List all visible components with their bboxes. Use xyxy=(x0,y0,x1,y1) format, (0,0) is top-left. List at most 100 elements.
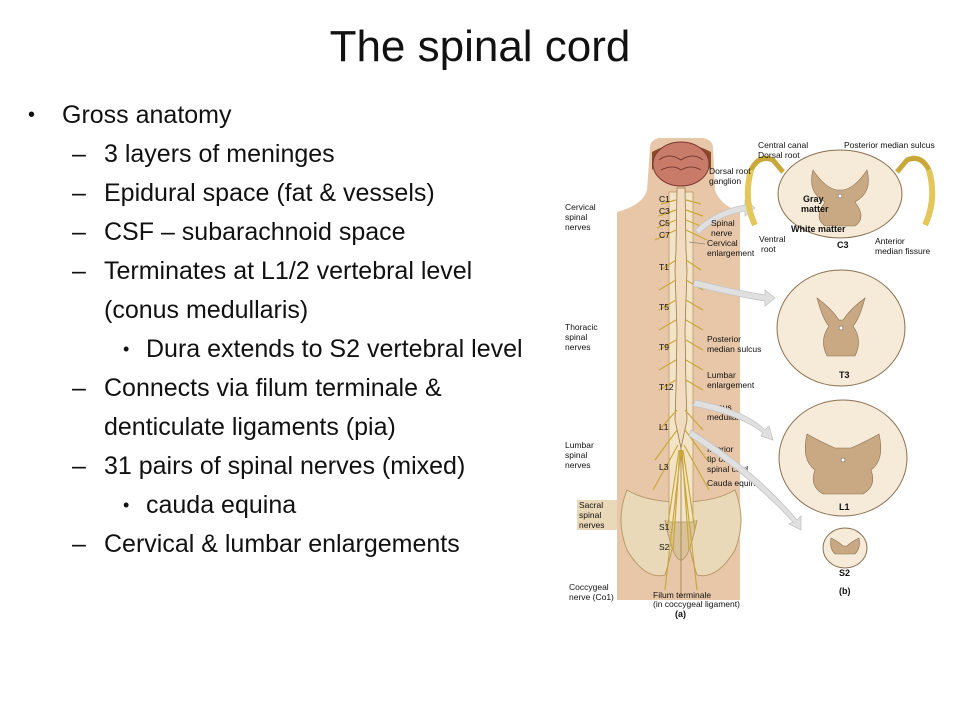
label-thoracic-spinal-nerves: Thoracic spinal nerves xyxy=(565,322,598,352)
section-s2: S2 xyxy=(822,527,868,578)
svg-text:Posterior median sulcus: Posterior median sulcus xyxy=(844,140,935,150)
svg-text:Inferior: Inferior xyxy=(707,444,734,454)
segment-label: S1 xyxy=(659,522,670,532)
segment-labels: C1 C3 C5 C7 T1 T5 T9 T12 L1 L3 S1 S2 xyxy=(659,194,674,552)
svg-text:spinal cord: spinal cord xyxy=(707,464,748,474)
segment-label: C3 xyxy=(659,206,670,216)
s2-label: S2 xyxy=(839,568,850,578)
bullet-dot: • xyxy=(123,339,130,359)
svg-text:Cervical: Cervical xyxy=(707,238,738,248)
l1-label: L1 xyxy=(839,502,850,512)
svg-text:spinal: spinal xyxy=(565,450,587,460)
bullet-dash: – xyxy=(72,218,86,246)
segment-label: T1 xyxy=(659,262,669,272)
bullet-item: • cauda equina xyxy=(28,486,548,525)
svg-text:nerves: nerves xyxy=(565,342,591,352)
svg-text:Lumbar: Lumbar xyxy=(565,440,594,450)
labels-c3: Central canal Dorsal root Posterior medi… xyxy=(709,140,935,256)
bullet-dot: • xyxy=(123,495,130,515)
bullet-item: –Terminates at L1/2 vertebral level (con… xyxy=(28,252,548,330)
segment-label: C5 xyxy=(659,218,670,228)
svg-text:median sulcus: median sulcus xyxy=(707,344,761,354)
segment-label: T12 xyxy=(659,382,674,392)
bullet-text: cauda equina xyxy=(146,491,297,519)
segment-label: C7 xyxy=(659,230,670,240)
brain xyxy=(652,141,710,187)
segment-label: L1 xyxy=(659,422,669,432)
bullet-text: 3 layers of meninges xyxy=(104,140,335,168)
svg-text:Posterior: Posterior xyxy=(707,334,741,344)
bullet-item: –Epidural space (fat & vessels) xyxy=(28,174,548,213)
spinal-nerves xyxy=(652,199,710,591)
label-inferior-tip: Inferior tip of spinal cord xyxy=(707,444,748,474)
bullet-item: –Cervical & lumbar enlargements xyxy=(28,525,548,564)
segment-label: T9 xyxy=(659,342,669,352)
svg-text:ganglion: ganglion xyxy=(709,176,741,186)
bullet-text: Cervical & lumbar enlargements xyxy=(104,530,460,558)
svg-text:Filum terminale: Filum terminale xyxy=(653,590,711,600)
svg-text:Sacral: Sacral xyxy=(579,500,603,510)
bullet-item: –3 layers of meninges xyxy=(28,135,548,174)
panel-b-label: (b) xyxy=(839,586,851,596)
bullet-item: –CSF – subarachnoid space xyxy=(28,213,548,252)
bullet-text: Dura extends to S2 vertebral level xyxy=(146,335,523,363)
svg-text:(in coccygeal ligament): (in coccygeal ligament) xyxy=(653,599,740,609)
bullet-dash: – xyxy=(72,140,86,168)
svg-text:root: root xyxy=(761,244,776,254)
svg-text:nerves: nerves xyxy=(565,222,591,232)
svg-text:Anterior: Anterior xyxy=(875,236,905,246)
arrow-l1 xyxy=(692,399,774,441)
bullet-text: Epidural space (fat & vessels) xyxy=(104,179,435,207)
section-t3: T3 xyxy=(776,269,906,387)
spinal-cord xyxy=(674,187,688,598)
label-sacral-spinal-nerves: Sacral spinal nerves xyxy=(577,500,617,530)
svg-text:spinal: spinal xyxy=(579,510,601,520)
svg-text:Cervical: Cervical xyxy=(565,202,596,212)
svg-text:nerve (Co1): nerve (Co1) xyxy=(569,592,614,602)
label-filum-terminale: Filum terminale (in coccygeal ligament) xyxy=(653,590,740,609)
bullet-item: –31 pairs of spinal nerves (mixed) xyxy=(28,447,548,486)
label-cauda-equina: Cauda equina xyxy=(707,478,760,488)
svg-text:nerves: nerves xyxy=(579,520,605,530)
label-lumbar-enlargement: Lumbar enlargement xyxy=(707,370,755,390)
svg-text:nerve: nerve xyxy=(711,228,733,238)
svg-text:enlargement: enlargement xyxy=(707,248,755,258)
label-lumbar-spinal-nerves: Lumbar spinal nerves xyxy=(565,440,594,470)
slide-title: The spinal cord xyxy=(329,22,631,71)
bullet-dash: – xyxy=(72,374,86,402)
panel-a-label: (a) xyxy=(675,609,686,619)
svg-text:Cauda equina: Cauda equina xyxy=(707,478,760,488)
svg-text:Thoracic: Thoracic xyxy=(565,322,598,332)
svg-text:Spinal: Spinal xyxy=(711,218,735,228)
bullet-list: •Gross anatomy –3 layers of meninges –Ep… xyxy=(28,96,548,564)
label-coccygeal-nerve: Coccygeal nerve (Co1) xyxy=(569,582,614,602)
svg-text:Lumbar: Lumbar xyxy=(707,370,736,380)
svg-text:White matter: White matter xyxy=(791,224,846,234)
t3-label: T3 xyxy=(839,370,850,380)
segment-label: S2 xyxy=(659,542,670,552)
svg-text:Dorsal root: Dorsal root xyxy=(709,166,751,176)
arrow-s2 xyxy=(688,429,802,531)
segment-label: T5 xyxy=(659,302,669,312)
svg-text:Coccygeal: Coccygeal xyxy=(569,582,609,592)
label-cervical-enlargement: Cervical enlargement xyxy=(688,238,755,258)
label-posterior-median-sulcus: Posterior median sulcus xyxy=(707,334,761,354)
bullet-text: 31 pairs of spinal nerves (mixed) xyxy=(104,452,466,480)
section-arrows xyxy=(688,199,802,531)
bullet-text: Gross anatomy xyxy=(62,101,232,129)
svg-text:Dorsal root: Dorsal root xyxy=(758,150,800,160)
bullet-text: CSF – subarachnoid space xyxy=(104,218,406,246)
segment-label: C1 xyxy=(659,194,670,204)
label-cervical-spinal-nerves: Cervical spinal nerves xyxy=(565,202,596,232)
spinal-cord-figure: C1 C3 C5 C7 T1 T5 T9 T12 L1 L3 S1 S2 Cer… xyxy=(565,138,936,619)
bullet-item: • Dura extends to S2 vertebral level xyxy=(28,330,548,369)
svg-text:C3: C3 xyxy=(837,240,849,250)
bullet-text: Terminates at L1/2 vertebral level (conu… xyxy=(104,257,473,324)
svg-text:enlargement: enlargement xyxy=(707,380,755,390)
bullet-dash: – xyxy=(72,530,86,558)
bullet-dash: – xyxy=(72,179,86,207)
svg-text:medullaris: medullaris xyxy=(707,412,746,422)
svg-text:Gray: Gray xyxy=(803,194,824,204)
bullet-dash: – xyxy=(72,257,86,285)
section-l1: L1 xyxy=(778,399,908,517)
